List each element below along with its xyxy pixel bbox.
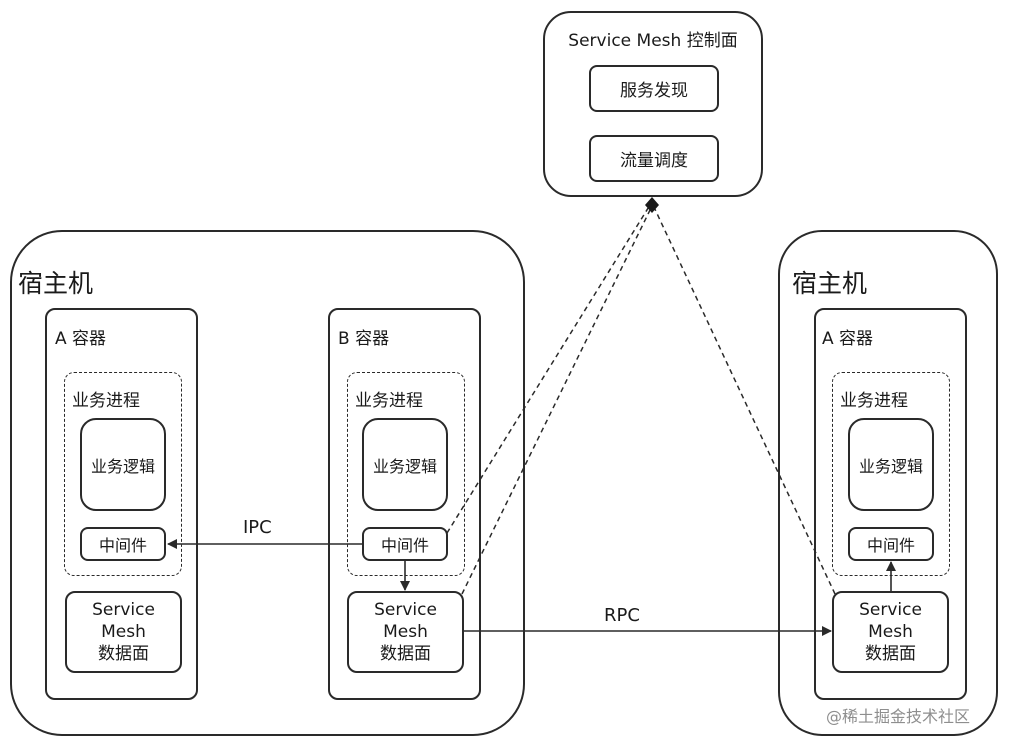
- host-1-b-middleware-label: 中间件: [380, 536, 429, 555]
- host-2-a-data-plane-line1: Service: [859, 600, 922, 620]
- host-1-b-process-title: 业务进程: [355, 391, 423, 411]
- host-2-a-data-plane-line3: 数据面: [865, 644, 916, 664]
- host-2-a-data-plane-line2: Mesh: [868, 622, 913, 642]
- traffic-scheduling-label: 流量调度: [620, 151, 688, 171]
- host-1-b-business-logic: 业务逻辑: [362, 418, 448, 511]
- host-2-a-middleware: 中间件: [848, 527, 934, 561]
- host-1-title: 宿主机: [18, 269, 94, 298]
- host-2-a-data-plane: Service Mesh 数据面: [832, 591, 949, 673]
- host-1-a-data-plane-line2: Mesh: [101, 622, 146, 642]
- control-plane-diamond: [645, 197, 659, 213]
- service-discovery-label: 服务发现: [620, 81, 688, 101]
- host-2-title: 宿主机: [792, 269, 868, 298]
- host-1-a-middleware: 中间件: [80, 527, 166, 561]
- host-1-b-data-plane: Service Mesh 数据面: [347, 591, 464, 673]
- host-2-container-a-title: A 容器: [822, 329, 874, 349]
- host-1-b-data-plane-line1: Service: [374, 600, 437, 620]
- host-1-a-business-logic-label: 业务逻辑: [90, 456, 155, 476]
- host-1-a-data-plane-line3: 数据面: [98, 644, 149, 664]
- control-plane-title: Service Mesh 控制面: [568, 31, 738, 51]
- host-1-a-data-plane-line1: Service: [92, 600, 155, 620]
- host-1-container-a-title: A 容器: [55, 329, 107, 349]
- host-1-b-business-logic-label: 业务逻辑: [372, 456, 437, 476]
- host-1-a-data-plane: Service Mesh 数据面: [65, 591, 182, 673]
- host-1-a-business-logic: 业务逻辑: [80, 418, 166, 511]
- host-1-a-middleware-label: 中间件: [98, 536, 147, 555]
- host-1-b-data-plane-line2: Mesh: [383, 622, 428, 642]
- service-discovery-box: 服务发现: [589, 65, 719, 112]
- host-2-a-middleware-label: 中间件: [866, 536, 915, 555]
- host-1-b-middleware: 中间件: [362, 527, 448, 561]
- host-1-a-process-title: 业务进程: [72, 391, 140, 411]
- host-2-a-process-title: 业务进程: [840, 391, 908, 411]
- host-2-a-business-logic: 业务逻辑: [848, 418, 934, 511]
- host-1-container-b-title: B 容器: [338, 329, 390, 349]
- rpc-label: RPC: [604, 605, 640, 626]
- ipc-label: IPC: [243, 517, 272, 538]
- host-2-a-business-logic-label: 业务逻辑: [858, 456, 923, 476]
- traffic-scheduling-box: 流量调度: [589, 135, 719, 182]
- host-1-b-data-plane-line3: 数据面: [380, 644, 431, 664]
- watermark: @稀土掘金技术社区: [826, 707, 971, 726]
